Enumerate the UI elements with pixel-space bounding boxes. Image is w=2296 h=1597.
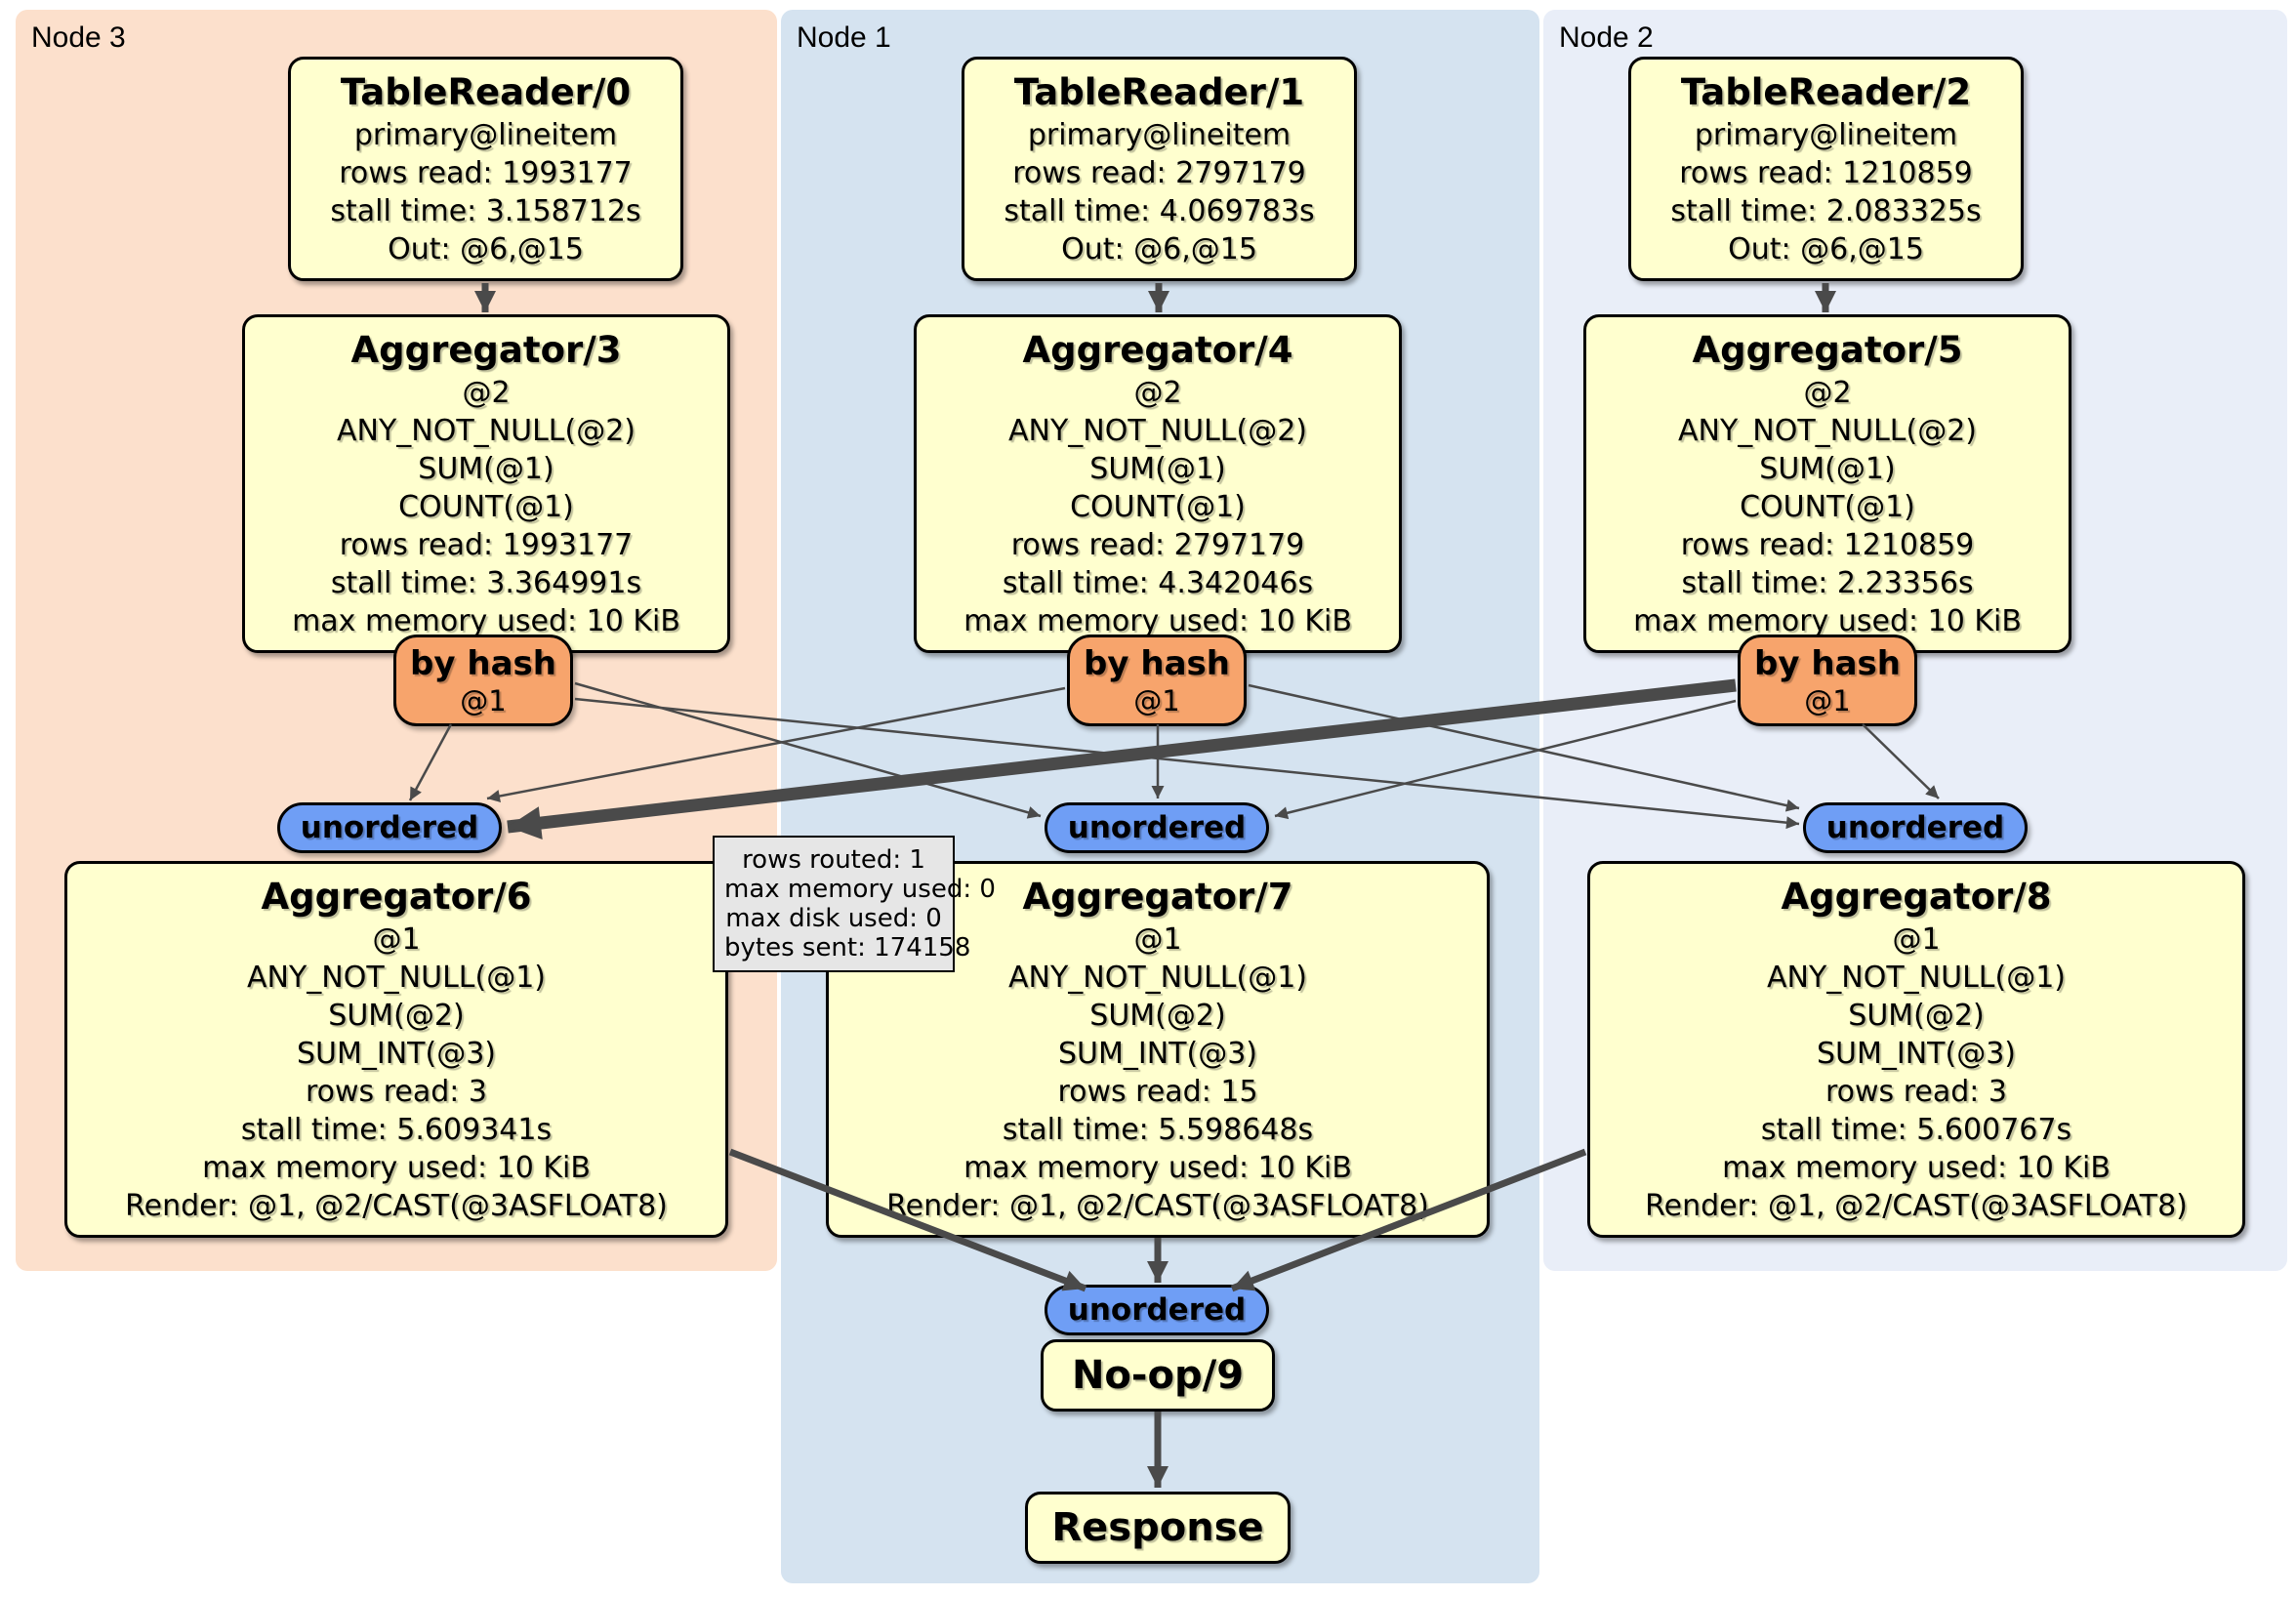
processor-title: Response: [1051, 1505, 1264, 1550]
processor-tablereader-1[interactable]: TableReader/1 primary@lineitem rows read…: [962, 57, 1357, 281]
router-by-hash-node2[interactable]: by hash @1: [1738, 635, 1917, 726]
region-node3-label: Node 3: [31, 21, 126, 54]
processor-title: TableReader/1: [1013, 71, 1305, 113]
processor-aggregator-4[interactable]: Aggregator/4 @2 ANY_NOT_NULL(@2) SUM(@1)…: [914, 314, 1402, 653]
processor-tablereader-2[interactable]: TableReader/2 primary@lineitem rows read…: [1628, 57, 2024, 281]
by-hash-key: @1: [460, 684, 507, 717]
processor-title: TableReader/2: [1680, 71, 1972, 113]
processor-title: Aggregator/6: [261, 876, 532, 918]
tooltip-line: bytes sent: 174158: [724, 933, 971, 962]
processor-title: Aggregator/8: [1781, 876, 2052, 918]
tooltip-line: rows routed: 1: [742, 845, 925, 875]
sync-unordered-node3[interactable]: unordered: [277, 802, 502, 853]
unordered-label: unordered: [1825, 810, 2005, 845]
processor-title: Aggregator/4: [1022, 329, 1293, 371]
processor-title: No-op/9: [1071, 1353, 1245, 1398]
region-node2-label: Node 2: [1559, 21, 1654, 54]
router-by-hash-node1[interactable]: by hash @1: [1067, 635, 1247, 726]
edge-tooltip: rows routed: 1 max memory used: 0 max di…: [713, 836, 996, 972]
processor-aggregator-5[interactable]: Aggregator/5 @2 ANY_NOT_NULL(@2) SUM(@1)…: [1583, 314, 2071, 653]
sync-unordered-node1[interactable]: unordered: [1045, 802, 1269, 853]
processor-title: Aggregator/7: [1022, 876, 1293, 918]
sync-unordered-final[interactable]: unordered: [1045, 1285, 1269, 1335]
sync-unordered-node2[interactable]: unordered: [1803, 802, 2028, 853]
unordered-label: unordered: [1067, 810, 1247, 845]
tooltip-line: max memory used: 0: [724, 875, 996, 904]
processor-title: TableReader/0: [340, 71, 632, 113]
unordered-label: unordered: [300, 810, 479, 845]
by-hash-label: by hash: [1084, 644, 1230, 683]
processor-aggregator-8[interactable]: Aggregator/8 @1 ANY_NOT_NULL(@1) SUM(@2)…: [1587, 861, 2245, 1238]
processor-aggregator-6[interactable]: Aggregator/6 @1 ANY_NOT_NULL(@1) SUM(@2)…: [64, 861, 728, 1238]
processor-aggregator-3[interactable]: Aggregator/3 @2 ANY_NOT_NULL(@2) SUM(@1)…: [242, 314, 730, 653]
by-hash-key: @1: [1133, 684, 1180, 717]
by-hash-label: by hash: [410, 644, 556, 683]
processor-noop-9[interactable]: No-op/9: [1041, 1339, 1275, 1412]
unordered-label: unordered: [1067, 1292, 1247, 1328]
processor-title: Aggregator/5: [1692, 329, 1963, 371]
region-node1-label: Node 1: [797, 21, 891, 54]
processor-response[interactable]: Response: [1025, 1492, 1291, 1564]
processor-tablereader-0[interactable]: TableReader/0 primary@lineitem rows read…: [288, 57, 683, 281]
router-by-hash-node3[interactable]: by hash @1: [393, 635, 573, 726]
tooltip-line: max disk used: 0: [725, 904, 942, 933]
processor-title: Aggregator/3: [350, 329, 622, 371]
by-hash-label: by hash: [1754, 644, 1901, 683]
by-hash-key: @1: [1804, 684, 1851, 717]
